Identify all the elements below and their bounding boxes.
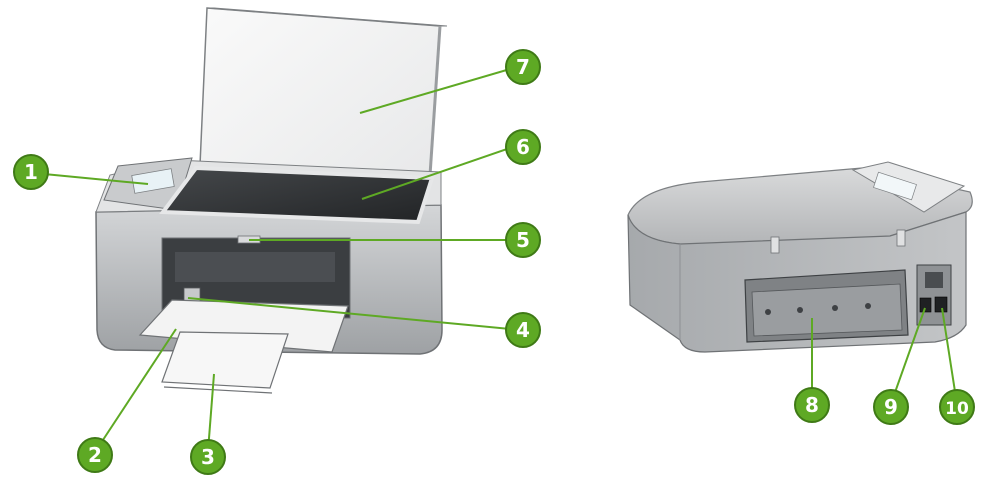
- callout-7: 7: [505, 49, 541, 85]
- leader-line-7: [359, 68, 511, 114]
- callout-badge: [190, 439, 226, 475]
- leader-line-3: [207, 373, 215, 452]
- callout-10: 10: [939, 389, 975, 425]
- callout-badge: [77, 437, 113, 473]
- callout-label: 1: [24, 160, 38, 184]
- port-label-plate: [925, 272, 943, 288]
- leader-line-10: [941, 307, 957, 399]
- leader-line-1: [43, 173, 149, 185]
- tray-extender-lip: [163, 386, 273, 394]
- callout-badge: [505, 222, 541, 258]
- scanner-glass: [159, 165, 435, 225]
- callout-badge: [939, 389, 975, 425]
- callout-6: 6: [505, 129, 541, 165]
- callout-label: 5: [516, 228, 530, 252]
- leader-line-4: [187, 297, 511, 330]
- callout-label: 3: [201, 445, 215, 469]
- callout-label: 10: [945, 399, 969, 419]
- callout-badge: [505, 49, 541, 85]
- back-latch-right: [896, 229, 906, 247]
- callout-1: 1: [13, 154, 49, 190]
- callout-badge: [505, 312, 541, 348]
- callout-3: 3: [190, 439, 226, 475]
- cleanout-screw: [865, 303, 871, 309]
- callout-5: 5: [505, 222, 541, 258]
- callout-label: 7: [516, 55, 530, 79]
- callout-label: 9: [884, 395, 898, 419]
- cleanout-screw: [832, 305, 838, 311]
- callout-label: 2: [88, 443, 102, 467]
- cleanout-screw: [765, 309, 771, 315]
- control-panel-buttons: [131, 168, 175, 194]
- cleanout-door-panel: [751, 283, 903, 337]
- back-panel-buttons: [873, 171, 917, 201]
- callout-9: 9: [873, 389, 909, 425]
- callout-badge: [873, 389, 909, 425]
- tray-extender: [161, 331, 289, 389]
- callout-badge: [505, 129, 541, 165]
- back-printer-illustration: [627, 161, 973, 353]
- callout-badge: [794, 387, 830, 423]
- cleanout-screw: [797, 307, 803, 313]
- callout-2: 2: [77, 437, 113, 473]
- leader-lines: [43, 68, 957, 452]
- callout-4: 4: [505, 312, 541, 348]
- power-connection: [934, 296, 948, 313]
- front-printer-illustration: [95, 7, 448, 394]
- usb-port: [919, 297, 932, 313]
- back-latch-left: [770, 236, 780, 254]
- leader-line-2: [96, 328, 177, 450]
- callout-8: 8: [794, 387, 830, 423]
- callout-label: 6: [516, 135, 530, 159]
- callout-label: 8: [805, 393, 819, 417]
- callout-badge: [13, 154, 49, 190]
- print-carriage-area: [175, 252, 335, 282]
- leader-line-9: [892, 307, 926, 399]
- scanner-lid-edge: [206, 7, 448, 27]
- leader-line-6: [361, 147, 511, 200]
- callout-label: 4: [516, 318, 530, 342]
